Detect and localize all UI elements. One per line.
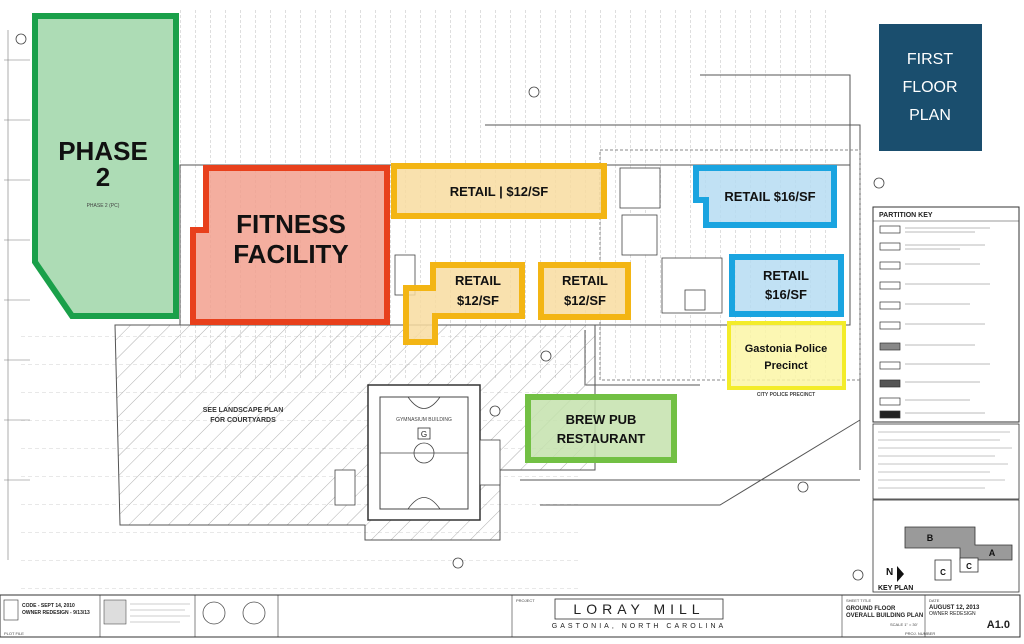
partition-key-title: PARTITION KEY: [879, 212, 933, 219]
zone-phase-2: PHASE 2 PHASE 2 (PC): [32, 13, 179, 319]
retail-top-label: RETAIL | $12/SF: [450, 184, 549, 199]
north-symbol: N: [886, 567, 893, 578]
partition-key-panel: PARTITION KEY: [872, 206, 1020, 423]
project-label: PROJECT: [516, 598, 535, 603]
retail-16-right-line1: RETAIL: [763, 268, 809, 283]
sheet-date: AUGUST 12, 2013: [929, 605, 980, 611]
fitness-label-line2: FACILITY: [233, 239, 349, 269]
police-label-line2: Precinct: [764, 360, 808, 372]
interior-rooms: [334, 167, 723, 506]
phase2-label-line1: PHASE: [58, 136, 148, 166]
badge-line3: PLAN: [909, 107, 951, 124]
police-label-line1: Gastonia Police: [745, 343, 828, 355]
city-police-label: CITY POLICE PRECINCT: [757, 392, 815, 398]
key-plan: B A C C N KEY PLAN: [872, 499, 1020, 593]
phase2-label-line2: 2: [96, 162, 110, 192]
project-location: GASTONIA, NORTH CAROLINA: [552, 623, 726, 630]
retail-mid-left-line1: RETAIL: [455, 273, 501, 288]
badge-line2: FLOOR: [902, 79, 957, 96]
notes-panel: [872, 423, 1020, 500]
plot-file-label: PLOT FILE: [4, 631, 24, 636]
gymnasium-building: GYMNASIUM BUILDING G: [367, 384, 481, 521]
key-plan-letter-b: B: [927, 533, 934, 543]
sheet-title-1: GROUND FLOOR: [846, 606, 896, 612]
zone-retail-mid-left: RETAIL $12/SF: [403, 262, 525, 345]
sheet-date-sub: OWNER REDESIGN: [929, 611, 976, 617]
sheet-number: A1.0: [987, 619, 1010, 631]
gym-label: GYMNASIUM BUILDING: [396, 417, 452, 423]
seal-stamp-2: [242, 601, 266, 625]
sheet-title-label: SHEET TITLE: [846, 598, 872, 603]
zone-retail-mid-right: RETAIL $12/SF: [538, 262, 631, 320]
badge-line1: FIRST: [907, 51, 953, 68]
left-dimension-ticks: [4, 30, 30, 560]
zone-brew-pub: BREW PUB RESTAURANT: [525, 394, 677, 463]
key-plan-letter-c1: C: [966, 562, 972, 571]
retail-16-right-line2: $16/SF: [765, 287, 807, 302]
zone-retail-16-right: RETAIL $16/SF: [729, 254, 844, 317]
seal-stamp-1: [202, 601, 226, 625]
brewpub-label-line1: BREW PUB: [566, 412, 637, 427]
zone-retail-16-top: RETAIL $16/SF: [693, 165, 837, 228]
key-plan-letter-c2: C: [940, 568, 946, 577]
north-arrow-icon: [897, 566, 904, 582]
key-plan-label: KEY PLAN: [878, 585, 913, 592]
zone-police-precinct: Gastonia Police Precinct: [727, 321, 846, 390]
retail-mid-right-line2: $12/SF: [564, 293, 606, 308]
landscape-note-line1: SEE LANDSCAPE PLAN: [203, 407, 284, 414]
grid-marker-symbols: [15, 33, 885, 581]
phase2-sublabel: PHASE 2 (PC): [87, 203, 120, 209]
brewpub-label-line2: RESTAURANT: [557, 431, 646, 446]
code-date: CODE - SEPT 14, 2010: [22, 603, 75, 609]
owner-redesign-date: OWNER REDESIGN - 9/13/13: [22, 610, 90, 616]
scale-note: SCALE 1" = 30': [890, 622, 918, 627]
retail-mid-right-line1: RETAIL: [562, 273, 608, 288]
retail-mid-left-line2: $12/SF: [457, 293, 499, 308]
landscape-note-line2: FOR COURTYARDS: [210, 417, 276, 424]
floor-plan-badge: FIRST FLOOR PLAN: [879, 24, 982, 151]
key-plan-letter-a: A: [989, 548, 996, 558]
zone-fitness-facility: FITNESS FACILITY: [190, 165, 390, 325]
proj-number-label: PROJ. NUMBER: [905, 631, 935, 636]
project-name: LORAY MILL: [573, 601, 704, 617]
date-label: DATE: [929, 598, 940, 603]
architect-logo: [103, 599, 127, 625]
zone-retail-top: RETAIL | $12/SF: [391, 163, 607, 219]
sheet-title-2: OVERALL BUILDING PLAN: [846, 613, 923, 619]
fitness-label-line1: FITNESS: [236, 209, 346, 239]
gym-letter: G: [421, 430, 427, 439]
retail-16-top-label: RETAIL $16/SF: [724, 189, 815, 204]
title-block: CODE - SEPT 14, 2010 OWNER REDESIGN - 9/…: [0, 594, 1021, 638]
